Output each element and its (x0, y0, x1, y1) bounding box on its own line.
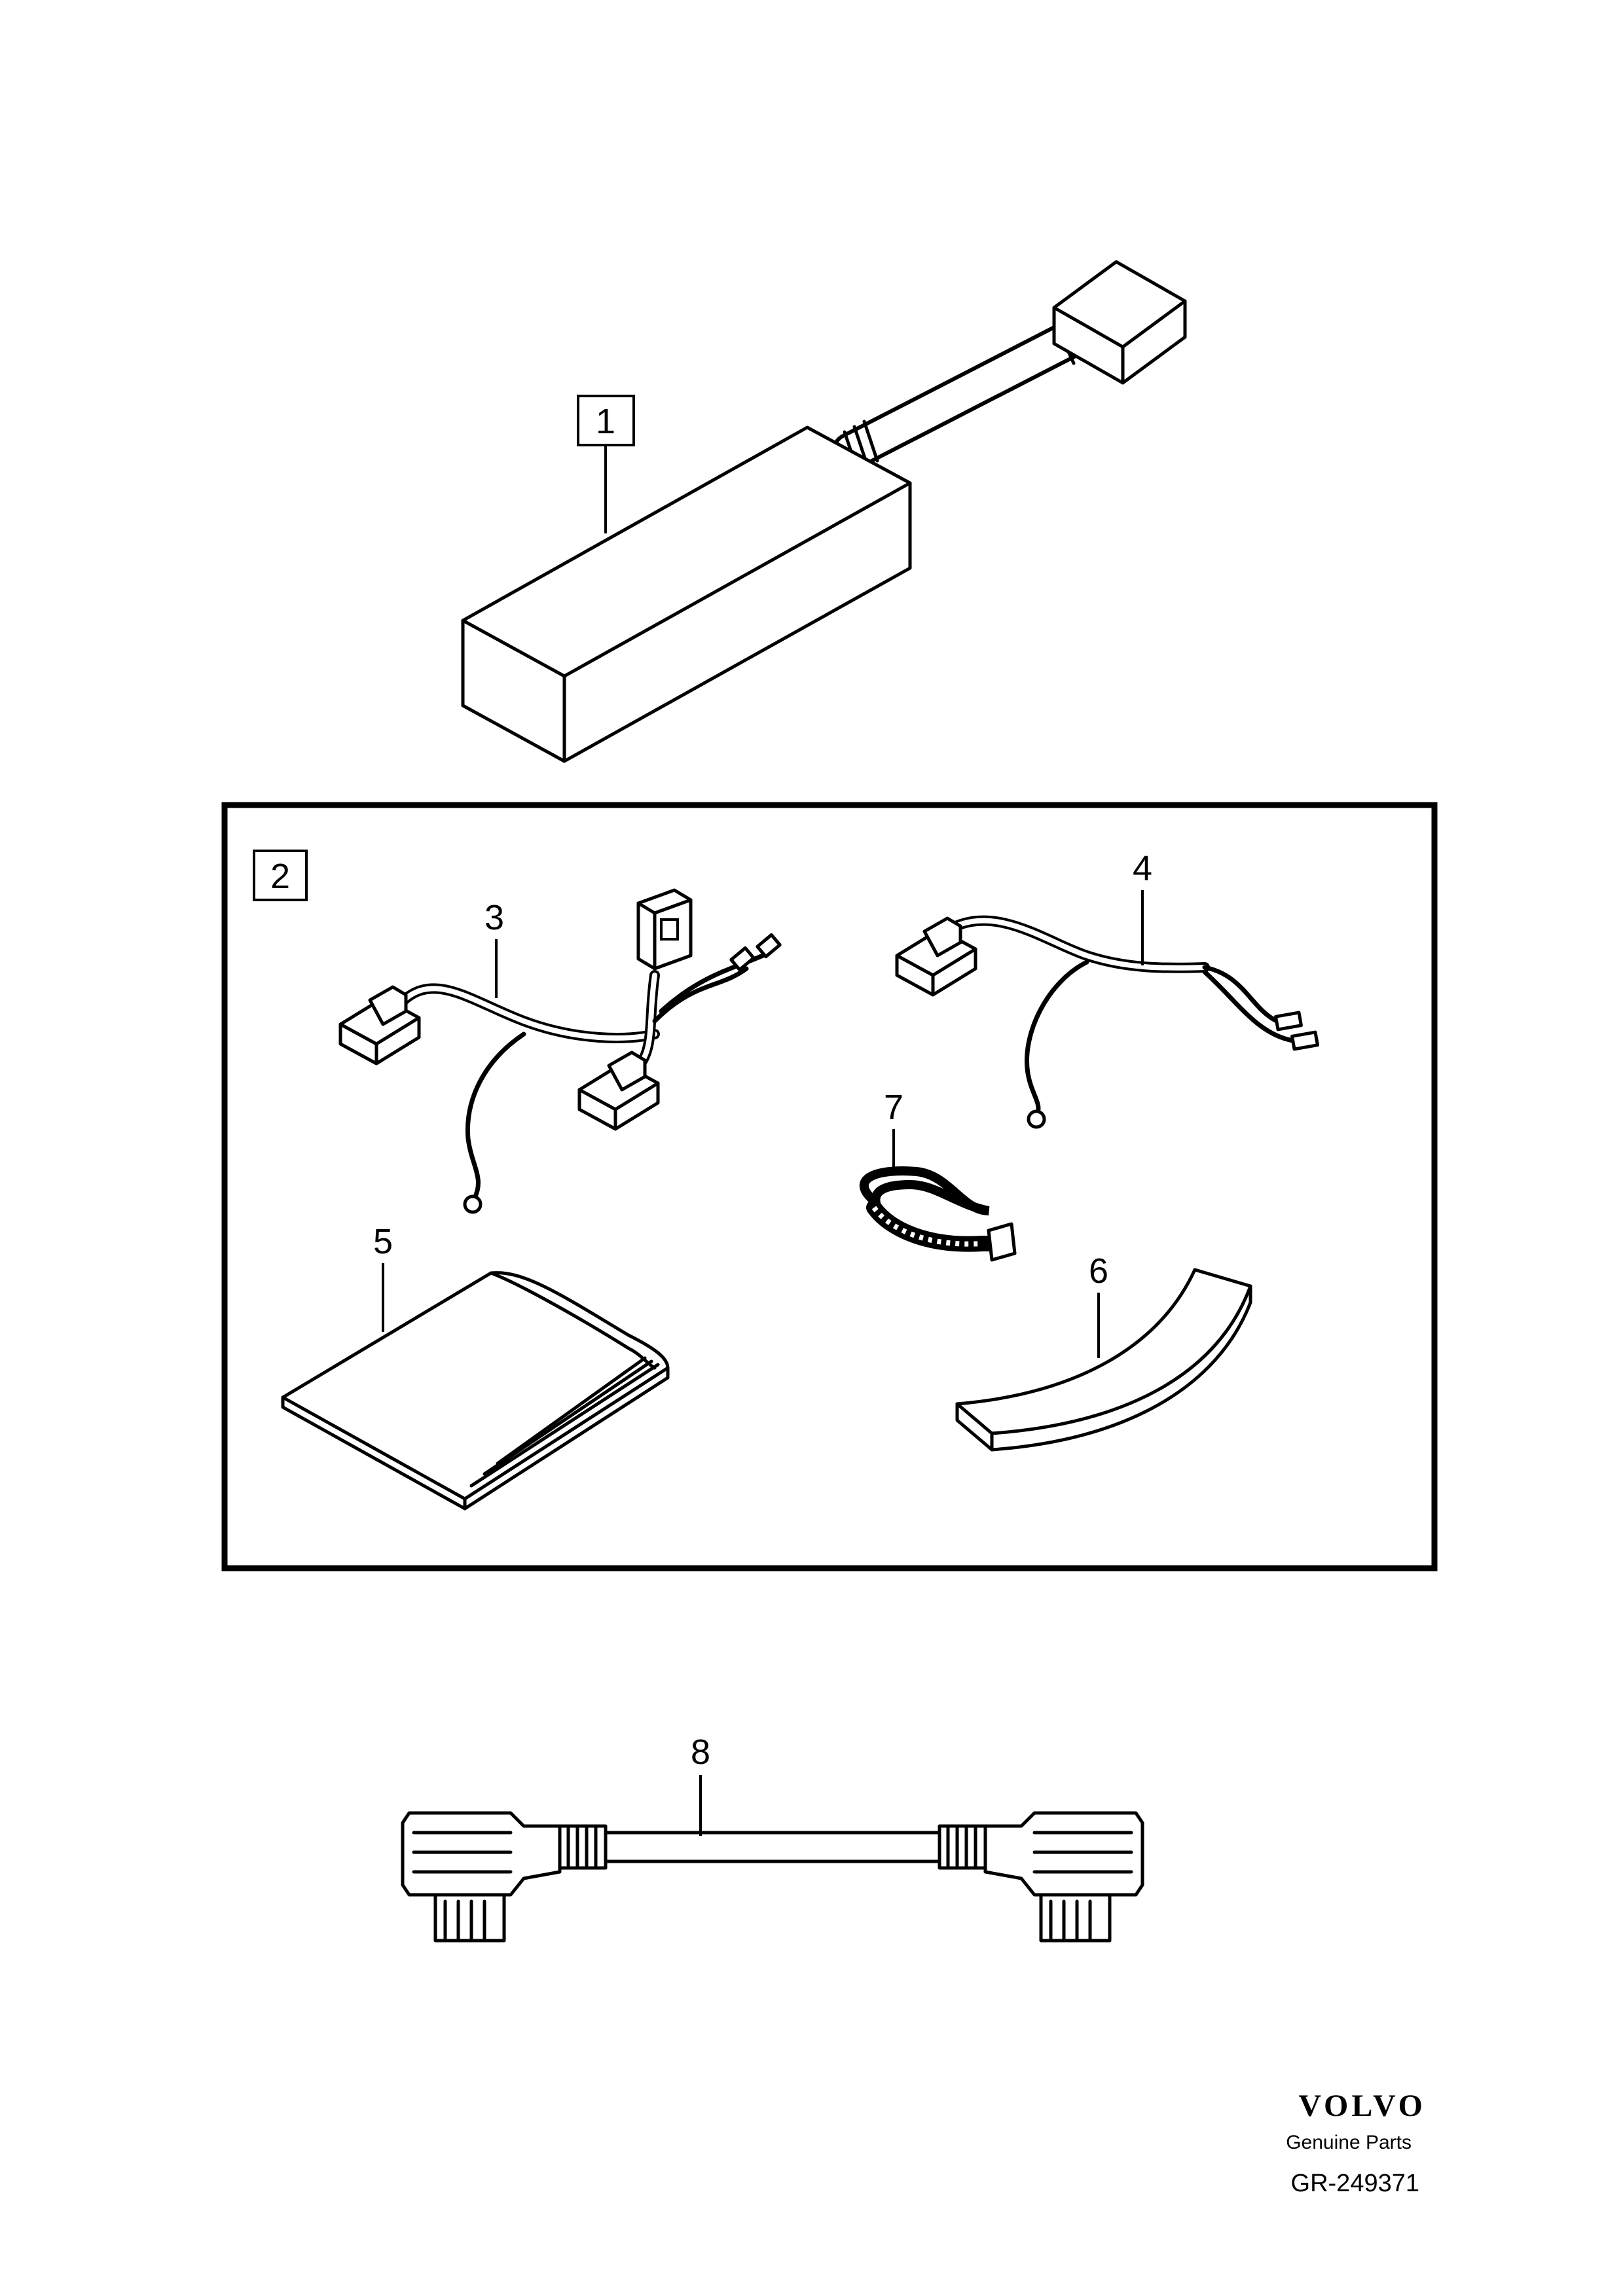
callout-5-label: 5 (373, 1222, 393, 1261)
plug-right (983, 1811, 1144, 1943)
part-4-wiring-harness (895, 915, 1319, 1129)
cable-boot-left (558, 1824, 608, 1870)
brand-subtitle: Genuine Parts (1286, 2132, 1412, 2153)
callout-2: 2 (253, 850, 308, 901)
callout-1-box (577, 395, 635, 446)
callout-4-label: 4 (1133, 849, 1152, 888)
callout-6: 6 (1089, 1251, 1108, 1358)
callout-1: 1 (577, 395, 635, 533)
callout-8: 8 (691, 1732, 710, 1836)
connector-part-4 (895, 916, 977, 997)
footer: VOLVO Genuine Parts GR-249371 (1286, 2089, 1426, 2197)
callout-1-label: 1 (596, 402, 615, 441)
callout-4: 4 (1133, 849, 1152, 965)
callout-6-label: 6 (1089, 1251, 1108, 1291)
part-6-adhesive-pad (955, 1268, 1252, 1452)
module-box (461, 425, 912, 763)
plug-left (401, 1811, 562, 1943)
callout-7: 7 (884, 1088, 903, 1175)
cable-boot-right (938, 1824, 987, 1870)
callout-3-label: 3 (484, 898, 504, 937)
brand-logo: VOLVO (1298, 2089, 1426, 2123)
connector-top (636, 888, 693, 971)
figure-code: GR-249371 (1291, 2170, 1419, 2197)
part-3-wiring-harness (338, 888, 782, 1214)
callout-7-label: 7 (884, 1088, 903, 1127)
kit-frame (221, 802, 1438, 1571)
part-5-instruction-booklet (281, 1271, 670, 1511)
part-8-extension-cable (401, 1811, 1144, 1943)
part-7-cable-tie (859, 1166, 1017, 1262)
part-1-control-module (461, 260, 1187, 763)
connector-left (338, 985, 421, 1066)
callout-2-label: 2 (270, 857, 290, 896)
callout-2-box (253, 850, 308, 901)
callout-3: 3 (484, 898, 504, 998)
callout-8-label: 8 (691, 1732, 710, 1772)
cable-body (600, 1831, 945, 1863)
callout-5: 5 (373, 1222, 393, 1332)
connector-bottom (577, 1050, 660, 1131)
cable-connector (1052, 260, 1187, 385)
